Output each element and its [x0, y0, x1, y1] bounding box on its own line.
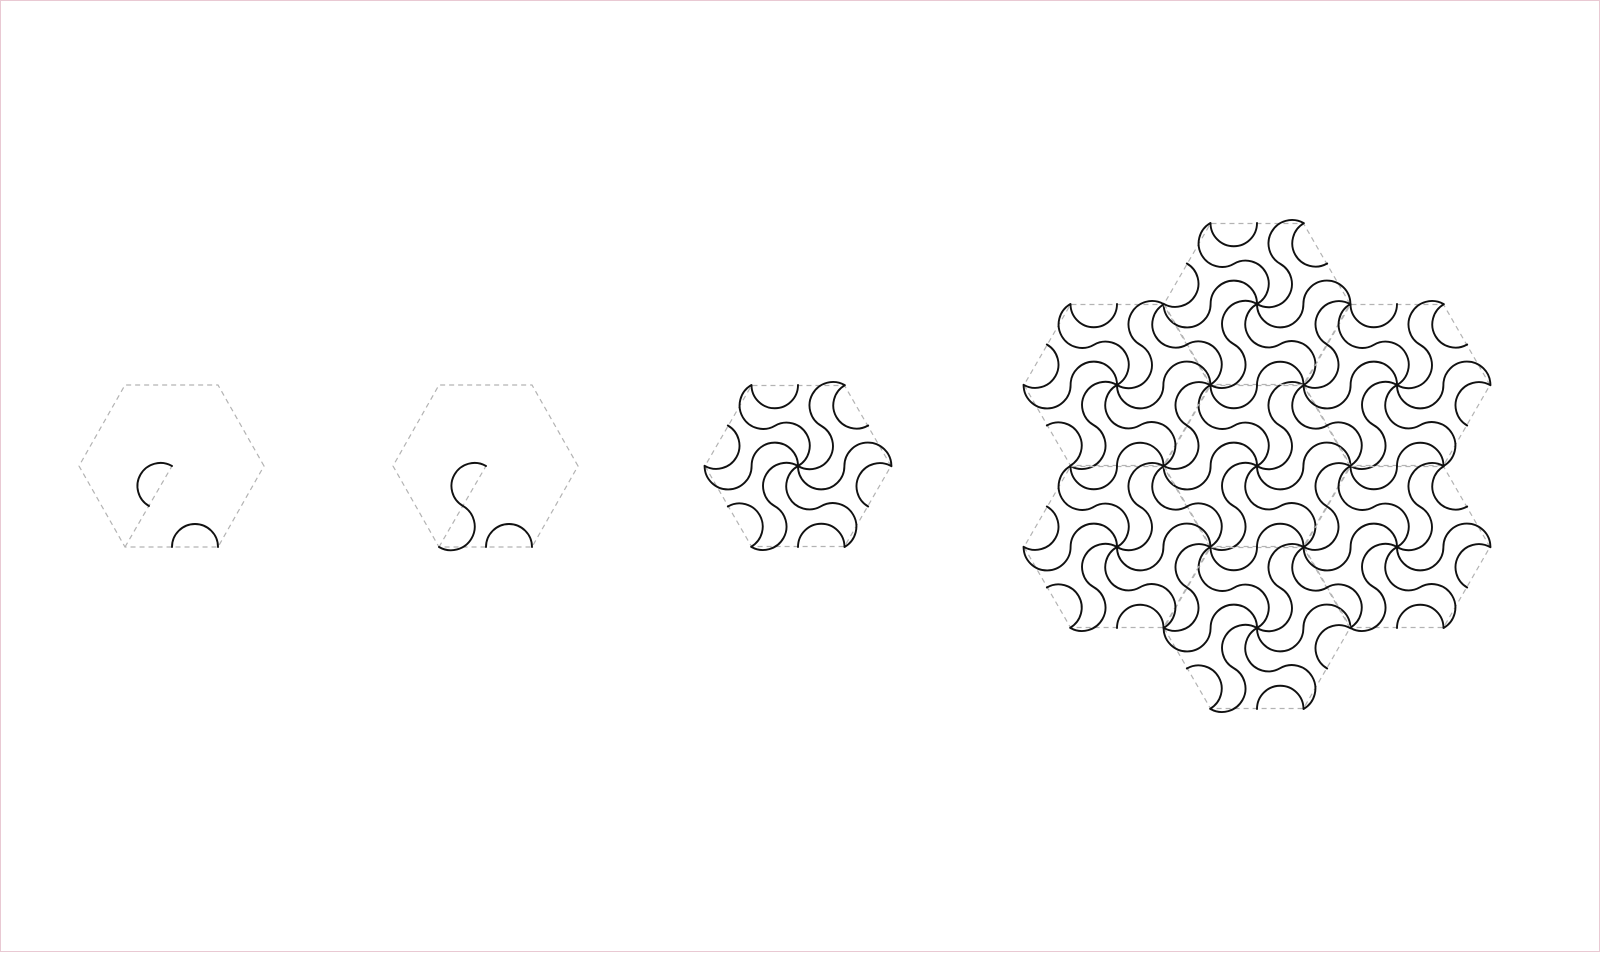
spiral-arc: [1162, 441, 1258, 548]
spiral-arc: [1209, 299, 1305, 389]
spiral-arc: [1349, 462, 1445, 552]
spiral-arc: [1022, 465, 1130, 551]
spiral-arc: [1022, 522, 1118, 629]
spiral-arc: [797, 384, 893, 491]
spiral-arc: [1116, 303, 1212, 410]
spiral-arc: [1104, 543, 1212, 629]
hexagon-tile: [1162, 381, 1352, 551]
hexagon-tile: [1162, 219, 1352, 389]
hexagon-tile: [703, 381, 893, 551]
spiral-arc: [1022, 360, 1118, 467]
s-curve-arc: [438, 461, 487, 552]
hexagon-outline: [392, 384, 579, 548]
step-1-basic-motif: [78, 384, 265, 548]
spiral-arc: [703, 384, 811, 470]
spiral-arc: [1116, 465, 1212, 572]
spiral-arc: [1396, 303, 1492, 410]
spiral-arc: [1256, 384, 1352, 491]
spiral-arc: [1209, 543, 1305, 633]
spiral-arc: [1384, 381, 1492, 467]
spiral-arc: [1104, 381, 1212, 467]
hexagon-tile: [1162, 543, 1352, 713]
spiral-arc: [703, 441, 799, 548]
hexagon-outline: [78, 384, 265, 548]
hexagon-tile: [1302, 300, 1492, 470]
spiral-arc: [1396, 465, 1492, 572]
spiral-arc: [1349, 542, 1445, 632]
spiral-arc: [1069, 542, 1165, 632]
half-circle-arc: [171, 523, 219, 548]
spiral-arc: [1302, 360, 1398, 467]
spiral-arc: [785, 462, 893, 548]
spiral-arc: [1256, 546, 1352, 653]
spiral-arc: [1302, 303, 1410, 389]
spiral-arc: [1302, 522, 1398, 629]
half-circle-arc: [485, 523, 533, 548]
step-3-rotated-hexagon-tile: [703, 381, 893, 551]
spiral-arc: [1069, 300, 1165, 390]
step-4-seven-tile-patch: [1022, 219, 1492, 713]
spiral-arc: [1244, 624, 1352, 710]
spiral-arc: [1069, 462, 1165, 552]
spiral-arc: [1349, 300, 1445, 390]
hexagon-tile: [1022, 300, 1212, 470]
spiral-arc: [1162, 603, 1258, 710]
hexagon-tile: [1022, 462, 1212, 632]
hexagon-tile: [1302, 462, 1492, 632]
spiral-arc: [1302, 465, 1410, 551]
half-circle-arc: [136, 461, 173, 507]
step-2-motif-with-s-curve: [392, 384, 579, 552]
spiral-arc: [1162, 222, 1270, 308]
spiral-arc: [1256, 222, 1352, 329]
spiral-arc: [1162, 279, 1258, 386]
spiral-arc: [1209, 219, 1305, 309]
spiral-arc: [1209, 623, 1305, 713]
spiral-arc: [1022, 303, 1130, 389]
spiral-arc: [750, 461, 846, 551]
spiral-arc: [1384, 543, 1492, 629]
spiral-arc: [750, 381, 846, 471]
